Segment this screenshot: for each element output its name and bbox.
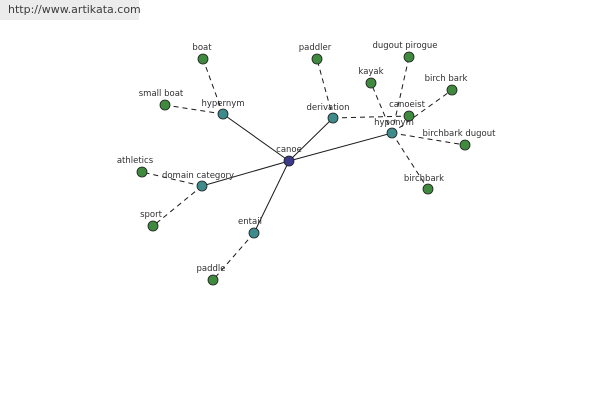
relation-label-derivation: derivation	[306, 103, 349, 113]
edge-domain-category-sport	[152, 185, 203, 227]
edge-canoe-domain-category	[201, 160, 290, 187]
site-url-link[interactable]: http://www.artikata.com	[8, 3, 141, 16]
leaf-label-birch-bark: birch bark	[425, 74, 468, 84]
edge-canoe-derivation	[288, 117, 334, 162]
relation-node-hyponym[interactable]	[386, 127, 398, 139]
relation-node-domain-category[interactable]	[196, 180, 208, 192]
edge-hyponym-birchbark	[391, 132, 429, 190]
edge-canoe-entail	[253, 160, 290, 234]
leaf-node-dugout-pirogue[interactable]	[403, 51, 415, 63]
leaf-node-kayak[interactable]	[365, 77, 377, 89]
leaf-node-athletics[interactable]	[136, 166, 148, 178]
relation-label-domain-category: domain category	[162, 171, 234, 181]
leaf-node-paddler[interactable]	[311, 53, 323, 65]
edge-canoe-hyponym	[288, 132, 393, 162]
leaf-label-birchbark: birchbark	[404, 174, 444, 184]
edge-hyponym-birch-bark	[391, 89, 453, 134]
edge-canoe-hypernym	[222, 113, 290, 162]
leaf-label-canoeist: canoeist	[389, 100, 425, 110]
edge-derivation-canoeist	[332, 115, 410, 119]
leaf-node-canoeist[interactable]	[403, 110, 415, 122]
leaf-node-birchbark-dugout[interactable]	[459, 139, 471, 151]
edge-derivation-paddler	[316, 58, 334, 119]
leaf-node-boat[interactable]	[197, 53, 209, 65]
leaf-node-small-boat[interactable]	[159, 99, 171, 111]
leaf-node-sport[interactable]	[147, 220, 159, 232]
leaf-label-dugout-pirogue: dugout pirogue	[372, 41, 437, 51]
leaf-label-kayak: kayak	[358, 67, 383, 77]
graph-edges	[141, 56, 466, 281]
edge-entail-paddle	[212, 232, 255, 281]
graph-nodes	[136, 51, 471, 286]
relation-node-entail[interactable]	[248, 227, 260, 239]
leaf-label-athletics: athletics	[117, 156, 154, 166]
graph-labels: boat small boat paddler canoeist dugout piro…	[117, 41, 496, 274]
leaf-label-birchbark-dugout: birchbark dugout	[423, 129, 497, 139]
relation-label-hyponym: hyponym	[374, 118, 414, 128]
leaf-node-paddle[interactable]	[207, 274, 219, 286]
relation-node-derivation[interactable]	[327, 112, 339, 124]
root-node-canoe[interactable]	[283, 155, 295, 167]
leaf-label-paddle: paddle	[197, 264, 226, 274]
leaf-label-small-boat: small boat	[139, 89, 184, 99]
edge-hyponym-dugout-pirogue	[391, 56, 410, 134]
edge-hypernym-boat	[202, 58, 224, 115]
edge-hypernym-small-boat	[164, 104, 224, 115]
edge-hyponym-kayak	[370, 82, 393, 134]
url-banner: http://www.artikata.com	[0, 0, 141, 20]
root-label-canoe: canoe	[276, 145, 302, 155]
edge-domain-category-athletics	[141, 171, 203, 187]
leaf-label-paddler: paddler	[299, 43, 332, 53]
leaf-node-birch-bark[interactable]	[446, 84, 458, 96]
relation-label-hypernym: hypernym	[201, 99, 244, 109]
edge-hyponym-birchbark-dugout	[391, 132, 466, 146]
relation-node-hypernym[interactable]	[217, 108, 229, 120]
leaf-label-boat: boat	[192, 43, 212, 53]
relation-label-entail: entail	[238, 217, 262, 227]
leaf-label-sport: sport	[140, 210, 163, 220]
leaf-node-birchbark[interactable]	[422, 183, 434, 195]
